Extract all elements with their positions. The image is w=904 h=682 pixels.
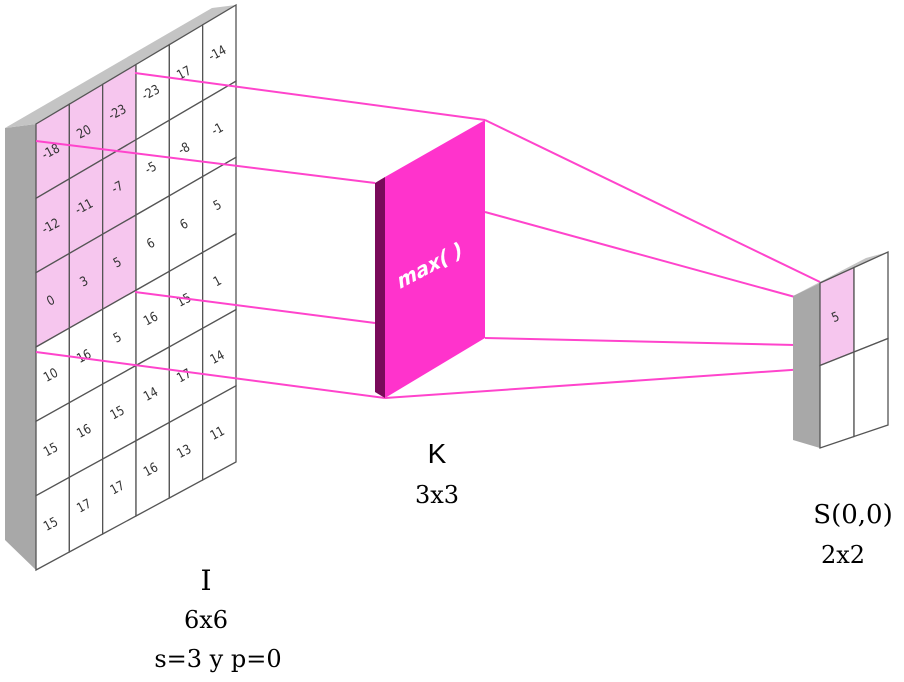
kernel-labels: K 3x3 — [415, 438, 459, 509]
connection-line — [384, 367, 821, 399]
output-frame — [793, 252, 888, 448]
cell-value: 11 — [208, 423, 227, 443]
connection-line — [35, 140, 376, 184]
kernel-face — [385, 120, 485, 398]
cell-value: 15 — [108, 403, 127, 423]
connection-lines-kernel-output — [384, 119, 821, 399]
cell-value: -23 — [106, 101, 129, 123]
input-labels: I 6x6 s=3 y p=0 — [154, 564, 281, 673]
cell-value: 13 — [174, 441, 193, 461]
connection-line — [134, 291, 376, 324]
input-size: 6x6 — [184, 606, 228, 634]
cell-value: 16 — [141, 309, 160, 329]
cell-value: 14 — [141, 384, 160, 404]
input-params: s=3 y p=0 — [154, 645, 281, 673]
cell-value: 16 — [74, 346, 93, 366]
input-matrix-grid: -1820-23-2317-14-12-11-7-5-8-10356651016… — [35, 3, 237, 572]
cell-value: 10 — [41, 365, 60, 385]
matrix-cell — [853, 250, 889, 353]
cell-value: 15 — [174, 290, 193, 310]
cell-value: 16 — [141, 460, 160, 480]
cell-value: 17 — [74, 496, 93, 516]
cell-value: -23 — [139, 82, 162, 104]
cell-value: 16 — [74, 421, 93, 441]
cell-value: 17 — [108, 478, 127, 498]
cell-value: -18 — [39, 141, 62, 163]
cell-value: 15 — [41, 440, 60, 460]
output-size: 2x2 — [821, 541, 865, 569]
output-labels: S(0,0) 2x2 — [813, 500, 892, 569]
connection-line — [484, 211, 796, 298]
matrix-cell — [853, 337, 889, 438]
cell-value: -14 — [206, 42, 229, 64]
cell-value: 17 — [174, 63, 193, 83]
kernel-size: 3x3 — [415, 481, 459, 509]
cell-value: 14 — [208, 347, 227, 367]
connection-line — [484, 119, 821, 283]
kernel-panel: max( ) — [375, 120, 485, 398]
cell-value: 20 — [74, 122, 93, 142]
kernel-edge — [375, 177, 385, 398]
input-name: I — [200, 564, 211, 597]
matrix-cell — [819, 351, 855, 449]
cell-value: 15 — [41, 514, 60, 534]
output-matrix-grid: 5 — [819, 250, 889, 449]
kernel-name: K — [428, 438, 447, 469]
connection-line — [134, 72, 486, 121]
matrix-cell — [202, 384, 237, 482]
cell-value: -11 — [72, 196, 95, 218]
input-frame — [5, 5, 236, 570]
connection-line — [484, 337, 796, 346]
cell-value: -12 — [39, 215, 62, 237]
connection-lines-input-kernel — [35, 72, 486, 399]
connection-line — [35, 351, 386, 399]
output-name: S(0,0) — [813, 500, 892, 530]
